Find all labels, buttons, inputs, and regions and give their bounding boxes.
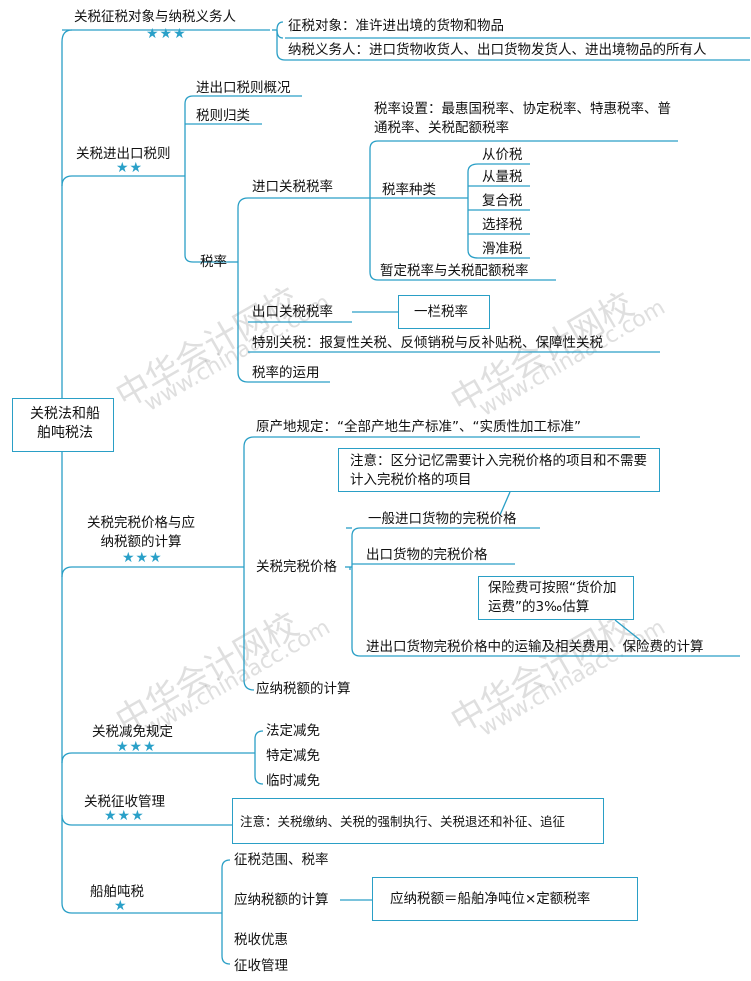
collection-note: 注意：关税缴纳、关税的强制执行、关税退还和补征、追征 (240, 814, 566, 829)
branch-title-tariff: 关税进出口税则 (76, 146, 171, 162)
node-reduction-item: 临时减免 (266, 773, 320, 789)
insurance-box (478, 576, 634, 620)
node-rate-type: 选择税 (482, 217, 523, 233)
node-rate-application: 税率的运用 (252, 365, 320, 381)
formula-box (372, 877, 638, 921)
importance-stars: ★★★ (146, 26, 187, 42)
node-rate-setting: 税率设置：最惠国税率、协定税率、特惠税率、普通税率、关税配额税率 (374, 101, 671, 136)
node-taxpayers: 纳税义务人：进口货物收货人、出口货物发货人、进出境物品的所有人 (288, 42, 707, 58)
node-rate-type: 滑准税 (482, 241, 523, 257)
importance-stars: ★★★ (116, 739, 157, 755)
insurance-text: 保险费可按照“货价加运费”的3‰估算 (488, 580, 617, 615)
node-export-value: 出口货物的完税价格 (366, 547, 488, 563)
node-rate-type: 复合税 (482, 193, 523, 209)
node-tonnage-calculation: 应纳税额的计算 (234, 892, 329, 908)
node-reduction-item: 法定减免 (266, 723, 320, 739)
root-node (12, 398, 114, 452)
node-tax-rate: 税率 (200, 254, 227, 270)
branch-title-tonnage: 船舶吨税 (90, 884, 144, 900)
node-general-import-value: 一般进口货物的完税价格 (368, 511, 517, 527)
note-text: 注意：区分记忆需要计入完税价格的项目和不需要计入完税价格的项目 (350, 453, 647, 488)
collection-note-box (232, 798, 604, 844)
node-tonnage-management: 征收管理 (234, 958, 288, 974)
node-origin-rules: 原产地规定：“全部产地生产标准”、“实质性加工标准” (256, 419, 581, 435)
node-export-rate: 出口关税税率 (252, 304, 333, 320)
node-transport-insurance: 进出口货物完税价格中的运输及相关费用、保险费的计算 (366, 639, 704, 655)
node-rate-type: 从量税 (482, 169, 523, 185)
node-rate-type: 从价税 (482, 147, 523, 163)
branch-title-customs-value: 关税完税价格与应纳税额的计算 (87, 515, 195, 550)
node-temporary-rate: 暂定税率与关税配额税率 (380, 263, 529, 279)
node-single-rate-box (398, 295, 490, 329)
node-tax-calculation: 应纳税额的计算 (256, 681, 351, 697)
root-label: 关税法和船舶吨税法 (30, 406, 100, 441)
node-single-rate: 一栏税率 (414, 304, 468, 320)
node-scope-objects: 征税对象：准许进出境的货物和物品 (288, 18, 504, 34)
node-tonnage-scope: 征税范围、税率 (234, 852, 329, 868)
node-import-rate: 进口关税税率 (252, 179, 333, 195)
node-tonnage-incentive: 税收优惠 (234, 932, 288, 948)
importance-stars: ★ (114, 898, 128, 914)
branch-title-reduction: 关税减免规定 (92, 724, 173, 740)
branch-title-collection: 关税征收管理 (84, 794, 165, 810)
node-rate-types: 税率种类 (382, 182, 436, 198)
branch-title-scope: 关税征税对象与纳税义务人 (74, 9, 236, 25)
importance-stars: ★★★ (122, 550, 163, 566)
node-reduction-item: 特定减免 (266, 748, 320, 764)
node-classification: 税则归类 (196, 108, 250, 124)
importance-stars: ★★★ (104, 808, 145, 824)
node-customs-value: 关税完税价格 (256, 559, 337, 575)
importance-stars: ★★ (116, 160, 144, 176)
node-tariff-overview: 进出口税则概况 (196, 80, 291, 96)
formula-text: 应纳税额＝船舶净吨位×定额税率 (390, 891, 591, 907)
node-special-tariff: 特别关税：报复性关税、反倾销税与反补贴税、保障性关税 (252, 335, 603, 351)
note-box (338, 448, 660, 492)
